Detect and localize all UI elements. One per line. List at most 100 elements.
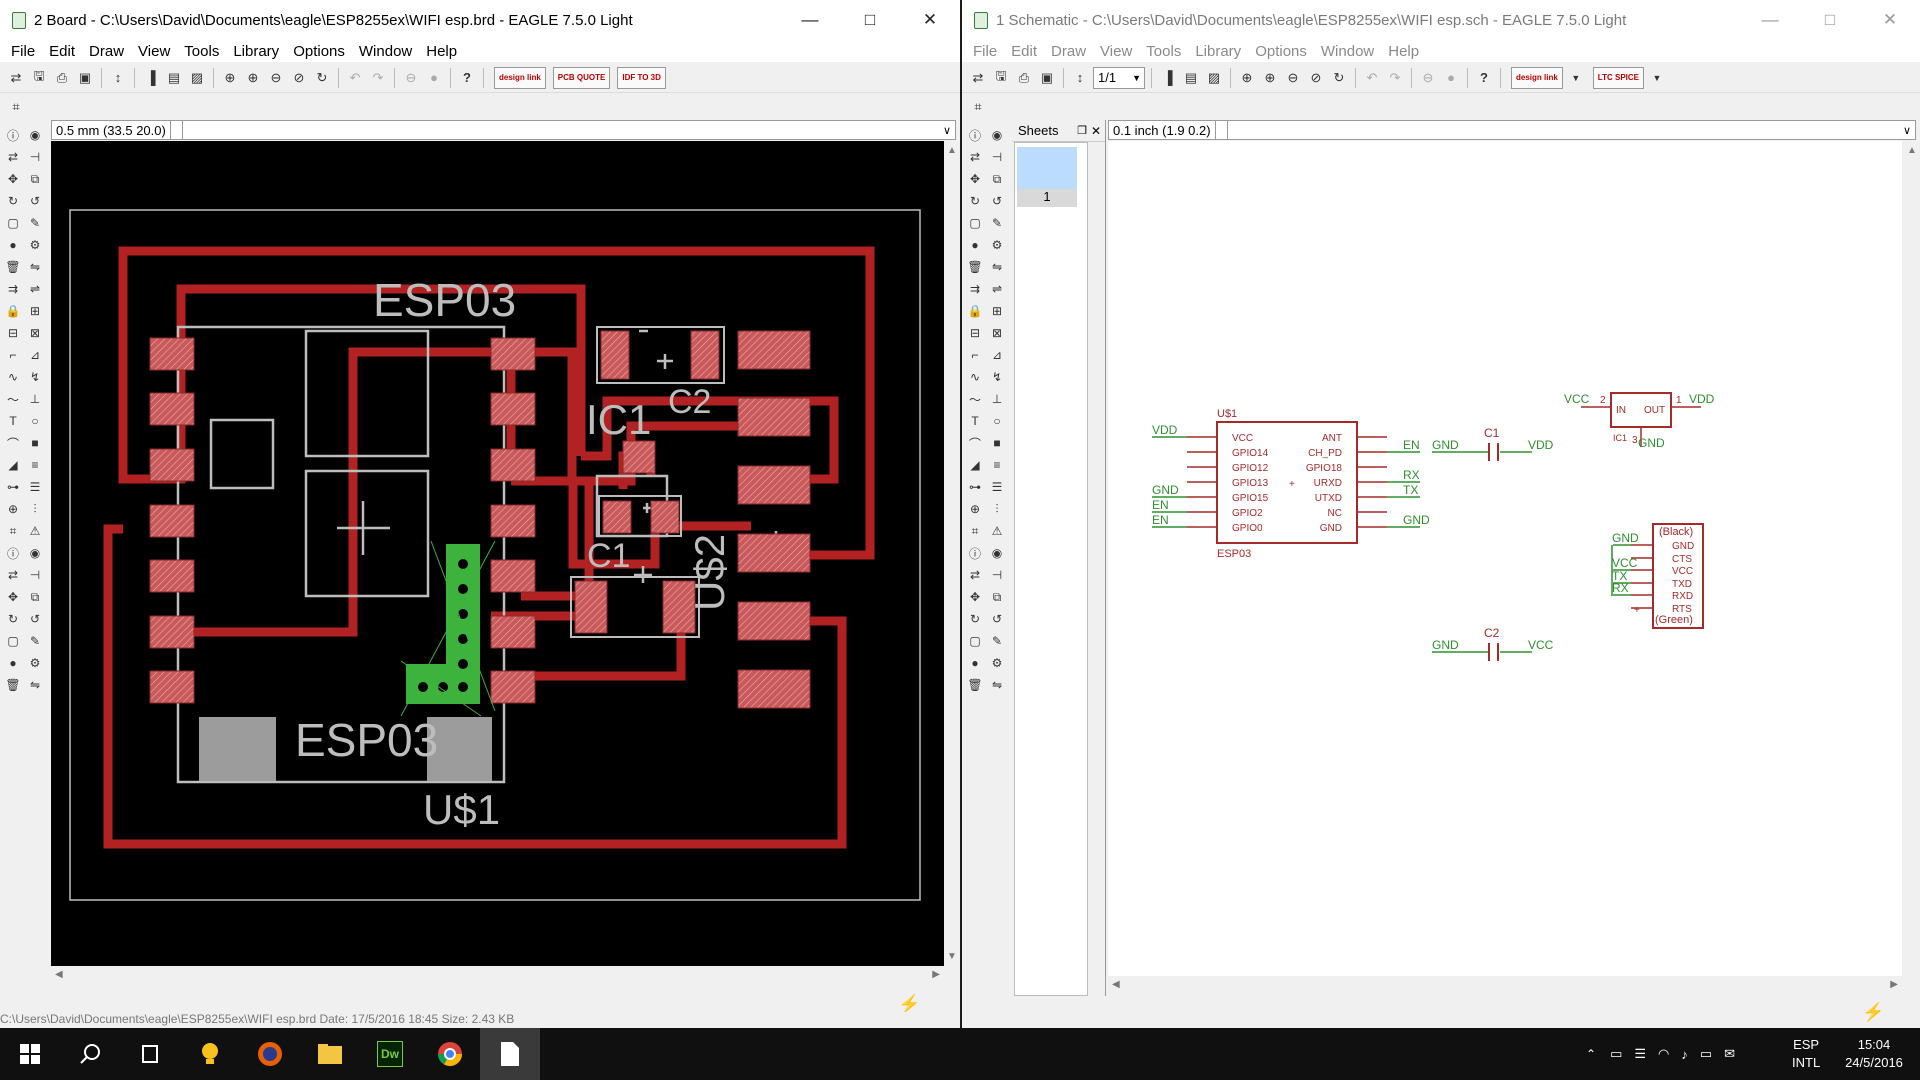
volume-icon[interactable]: ♪ [1681,1046,1688,1062]
palette-tool-icon[interactable]: ⇄ [969,568,981,582]
menu-view[interactable]: View [138,42,171,60]
palette-tool-icon[interactable]: ✥ [969,172,981,186]
palette-tool-icon[interactable]: T [971,414,979,428]
drc-icon[interactable]: ▨ [190,69,204,85]
zoom-in-icon[interactable]: ⊕ [1264,69,1276,85]
network-icon[interactable]: ☰ [1634,1046,1647,1061]
idf-to-3d-button[interactable]: IDF TO 3D [617,66,666,89]
pcb-quote-button[interactable]: PCB QUOTE [552,66,611,89]
menu-draw[interactable]: Draw [1051,42,1087,60]
script-icon[interactable]: ↕ [1076,70,1084,85]
palette-tool-icon[interactable]: ⊟ [969,326,981,340]
stop-icon[interactable]: ⊖ [1422,69,1434,85]
palette-tool-icon[interactable]: ◉ [29,546,41,560]
sheet-select[interactable]: 1/1▼ [1093,66,1145,89]
palette-tool-icon[interactable]: ↻ [7,194,19,208]
schematic-titlebar[interactable]: 1 Schematic - C:\Users\David\Documents\e… [962,0,1920,40]
menu-window[interactable]: Window [1320,42,1375,60]
palette-tool-icon[interactable]: 🔒 [967,304,983,318]
minimize-button[interactable]: — [1761,10,1779,29]
zoom-out-icon[interactable]: ⊖ [270,69,282,85]
help-icon[interactable]: ? [463,70,471,85]
palette-tool-icon[interactable]: ∿ [7,370,19,384]
palette-tool-icon[interactable]: ⊶ [969,480,981,494]
zoom-in-icon[interactable]: ⊕ [247,69,259,85]
palette-tool-icon[interactable]: ○ [993,414,1001,428]
palette-tool-icon[interactable]: ⊠ [29,326,41,340]
palette-tool-icon[interactable]: ⇄ [7,568,19,582]
scroll-right-icon[interactable]: ▶ [932,969,940,980]
palette-tool-icon[interactable]: ⊕ [969,502,981,516]
design-link-button[interactable]: design link [494,66,546,89]
schematic-vertical-scrollbar[interactable]: ▲ [1904,141,1920,966]
palette-tool-icon[interactable]: ⧉ [30,171,40,186]
chevron-down-icon[interactable]: ▼ [1652,72,1662,83]
help-icon[interactable]: ? [1480,70,1488,85]
palette-tool-icon[interactable]: 🔒 [5,304,21,318]
palette-tool-icon[interactable]: ⌐ [9,348,17,362]
palette-tool-icon[interactable]: ⓘ [6,546,19,561]
palette-tool-icon[interactable]: ⊞ [29,304,41,318]
palette-tool-icon[interactable]: ⧉ [992,589,1002,604]
menu-file[interactable]: File [11,42,36,60]
palette-tool-icon[interactable]: ⇌ [991,282,1003,296]
palette-tool-icon[interactable]: ◉ [991,128,1003,142]
clock[interactable]: 15:04 24/5/2016 [1838,1028,1910,1080]
palette-tool-icon[interactable]: ✎ [991,216,1003,230]
save-icon[interactable]: 🖫 [995,67,1007,83]
schematic-command-line[interactable]: 0.1 inch (1.9 0.2) ∨ [1108,120,1916,140]
ulp-icon[interactable]: ▐ [146,70,156,85]
palette-tool-icon[interactable]: T [9,414,17,428]
print-icon[interactable]: ⎙ [1018,69,1030,85]
go-icon[interactable]: ● [1447,70,1455,85]
menu-options[interactable]: Options [293,42,345,60]
palette-tool-icon[interactable]: ⧉ [992,171,1002,186]
eagle-app[interactable] [480,1028,540,1080]
palette-tool-icon[interactable]: ⧉ [30,589,40,604]
palette-tool-icon[interactable]: ⊣ [991,568,1003,582]
board-canvas[interactable]: ESP03 ESP03 U$1 IC1 C1 C2 U$2 [51,141,944,966]
palette-tool-icon[interactable]: ⊞ [991,304,1003,318]
save-icon[interactable]: 🖫 [33,67,45,83]
file-explorer-app[interactable] [300,1028,360,1080]
open-icon[interactable]: ⇄ [972,69,984,85]
layer-select-icon[interactable]: ⌗ [12,99,20,114]
undo-icon[interactable]: ↶ [1366,69,1378,85]
palette-tool-icon[interactable]: ⌗ [9,523,17,538]
palette-tool-icon[interactable]: ⇋ [991,678,1003,692]
palette-tool-icon[interactable]: ⇌ [29,282,41,296]
menu-edit[interactable]: Edit [49,42,76,60]
undock-icon[interactable]: ❐ [1077,125,1087,137]
palette-tool-icon[interactable]: ○ [31,414,39,428]
menu-options[interactable]: Options [1255,42,1307,60]
ulp-icon[interactable]: ▐ [1163,70,1173,85]
palette-tool-icon[interactable]: ⚙ [991,238,1003,252]
palette-tool-icon[interactable]: ■ [31,436,39,450]
palette-tool-icon[interactable]: 🗑 [5,678,21,692]
palette-tool-icon[interactable]: ⊠ [991,326,1003,340]
palette-tool-icon[interactable]: ⊣ [29,568,41,582]
battery-icon[interactable]: ▭ [1610,1046,1623,1061]
tips-app[interactable] [180,1028,240,1080]
board-horizontal-scrollbar[interactable]: ◀ ▶ [51,966,944,986]
palette-tool-icon[interactable]: ⌒ [968,436,981,451]
palette-tool-icon[interactable]: ◢ [970,458,980,472]
scroll-right-icon[interactable]: ▶ [1890,979,1898,990]
palette-tool-icon[interactable]: ● [9,238,17,252]
layer-icon[interactable]: ▤ [167,69,181,85]
palette-tool-icon[interactable]: ⌗ [971,523,979,538]
maximize-button[interactable]: □ [864,10,876,29]
palette-tool-icon[interactable]: ⇉ [7,282,19,296]
palette-tool-icon[interactable]: ⚠ [991,524,1003,538]
palette-tool-icon[interactable]: ⇋ [29,678,41,692]
chevron-down-icon[interactable]: ∨ [1902,124,1911,137]
palette-tool-icon[interactable]: ⇉ [969,282,981,296]
schematic-canvas[interactable]: U$1 ESP03 VCC GPIO14 GPIO12 GPIO13 GPIO1… [1108,141,1902,976]
scroll-left-icon[interactable]: ◀ [1112,979,1120,990]
chrome-app[interactable] [420,1028,480,1080]
minimize-button[interactable]: — [801,10,819,29]
palette-tool-icon[interactable]: ◢ [8,458,18,472]
chevron-down-icon[interactable]: ▼ [1132,72,1141,83]
palette-tool-icon[interactable]: ⇋ [991,260,1003,274]
go-icon[interactable]: ● [430,70,438,85]
